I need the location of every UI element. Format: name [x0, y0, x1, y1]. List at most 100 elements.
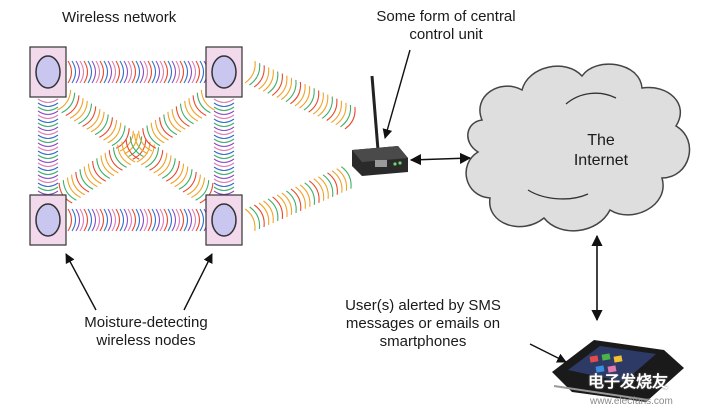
- wave-bottom: [67, 208, 209, 232]
- signal-arc: [143, 208, 149, 232]
- signal-arc: [199, 60, 205, 84]
- wave-right: [213, 98, 235, 196]
- signal-arc: [69, 98, 84, 119]
- signal-arc: [249, 63, 261, 86]
- signal-arc: [179, 208, 185, 232]
- signal-arc: [83, 60, 89, 84]
- pointer-arrow-node-left: [65, 253, 97, 311]
- signal-arc: [213, 110, 235, 116]
- signal-arc: [37, 162, 59, 168]
- signal-arc: [192, 95, 207, 116]
- signal-arc: [107, 122, 122, 144]
- signal-arc: [151, 208, 157, 232]
- signal-arc: [330, 100, 342, 124]
- signal-arc: [159, 60, 165, 84]
- signal-arc: [153, 152, 168, 174]
- signal-arc: [267, 198, 279, 221]
- signal-arc: [79, 208, 85, 232]
- signal-arc: [262, 69, 274, 92]
- signal-arc: [79, 169, 94, 190]
- signal-arc: [188, 98, 203, 119]
- signal-arc: [71, 174, 86, 196]
- signal-arc: [304, 182, 316, 205]
- signal-arc: [187, 208, 193, 232]
- signal-arc: [167, 60, 173, 84]
- signal-arc: [163, 60, 169, 84]
- signal-arc: [83, 208, 89, 232]
- signal-arc: [290, 81, 302, 105]
- signal-arc: [37, 166, 59, 172]
- signal-arc: [79, 60, 85, 84]
- signal-arc: [213, 102, 235, 108]
- signal-arc: [37, 158, 59, 164]
- signal-arc: [99, 117, 113, 138]
- signal-arc: [161, 158, 176, 179]
- signal-arc: [37, 98, 59, 104]
- signal-arc: [37, 130, 59, 136]
- internet-label-line2: Internet: [573, 152, 629, 169]
- signal-arc: [179, 103, 194, 125]
- signal-arc: [317, 94, 329, 117]
- signal-arc: [178, 169, 193, 190]
- signal-arc: [37, 174, 59, 180]
- signal-arc: [111, 60, 117, 84]
- signal-arc: [57, 89, 72, 111]
- signal-arc: [174, 166, 189, 188]
- signal-arc: [83, 166, 98, 188]
- signal-arc: [213, 178, 235, 184]
- signal-arc: [182, 171, 197, 193]
- signal-arc: [99, 60, 105, 84]
- signal-arc: [294, 84, 306, 107]
- signal-arc: [272, 196, 284, 219]
- signal-arc: [87, 208, 93, 232]
- wireless-node-bottom-left: [29, 194, 67, 246]
- signal-arc: [37, 122, 59, 128]
- signal-arc: [258, 202, 270, 225]
- signal-arc: [159, 208, 165, 232]
- pointer-arrow-phone: [529, 343, 567, 363]
- signal-arc: [183, 60, 189, 84]
- signal-arc: [258, 67, 270, 90]
- signal-arc: [213, 154, 235, 160]
- signal-arc: [115, 208, 121, 232]
- nodes-label: Moisture-detecting wireless nodes: [56, 314, 236, 350]
- signal-arc: [71, 208, 77, 232]
- signal-arc: [199, 208, 205, 232]
- signal-arc: [179, 60, 185, 84]
- signal-arc: [37, 126, 59, 132]
- signal-arc: [147, 60, 153, 84]
- signal-arc: [91, 208, 97, 232]
- signal-arc: [129, 136, 144, 157]
- signal-arc: [344, 107, 356, 130]
- signal-arc: [213, 138, 235, 144]
- signal-arc: [271, 73, 283, 96]
- signal-arc: [196, 92, 211, 114]
- signal-arc: [123, 60, 129, 84]
- signal-arc: [249, 206, 261, 230]
- signal-arc: [163, 208, 169, 232]
- signal-arc: [119, 130, 134, 152]
- signal-arc: [253, 204, 265, 228]
- signal-arc: [340, 166, 352, 189]
- signal-arc: [90, 111, 105, 133]
- signal-arc: [213, 158, 235, 164]
- signal-arc: [37, 134, 59, 140]
- signal-arc: [124, 133, 139, 155]
- signal-arc: [82, 106, 97, 127]
- signal-arc: [213, 114, 235, 120]
- signal-arc: [149, 150, 164, 171]
- signal-arc: [138, 130, 153, 152]
- signal-arc: [67, 60, 73, 84]
- pointer-arrow-node-right: [183, 253, 213, 311]
- signal-arc: [87, 163, 102, 185]
- signal-arc: [95, 60, 101, 84]
- signal-arc: [100, 155, 115, 177]
- signal-arc: [107, 208, 113, 232]
- signal-arc: [175, 208, 181, 232]
- signal-arc: [91, 60, 97, 84]
- signal-arc: [276, 194, 288, 217]
- link-arrow-router-internet: [409, 152, 472, 166]
- signal-arc: [142, 128, 157, 149]
- signal-arc: [184, 100, 199, 122]
- signal-arc: [135, 60, 141, 84]
